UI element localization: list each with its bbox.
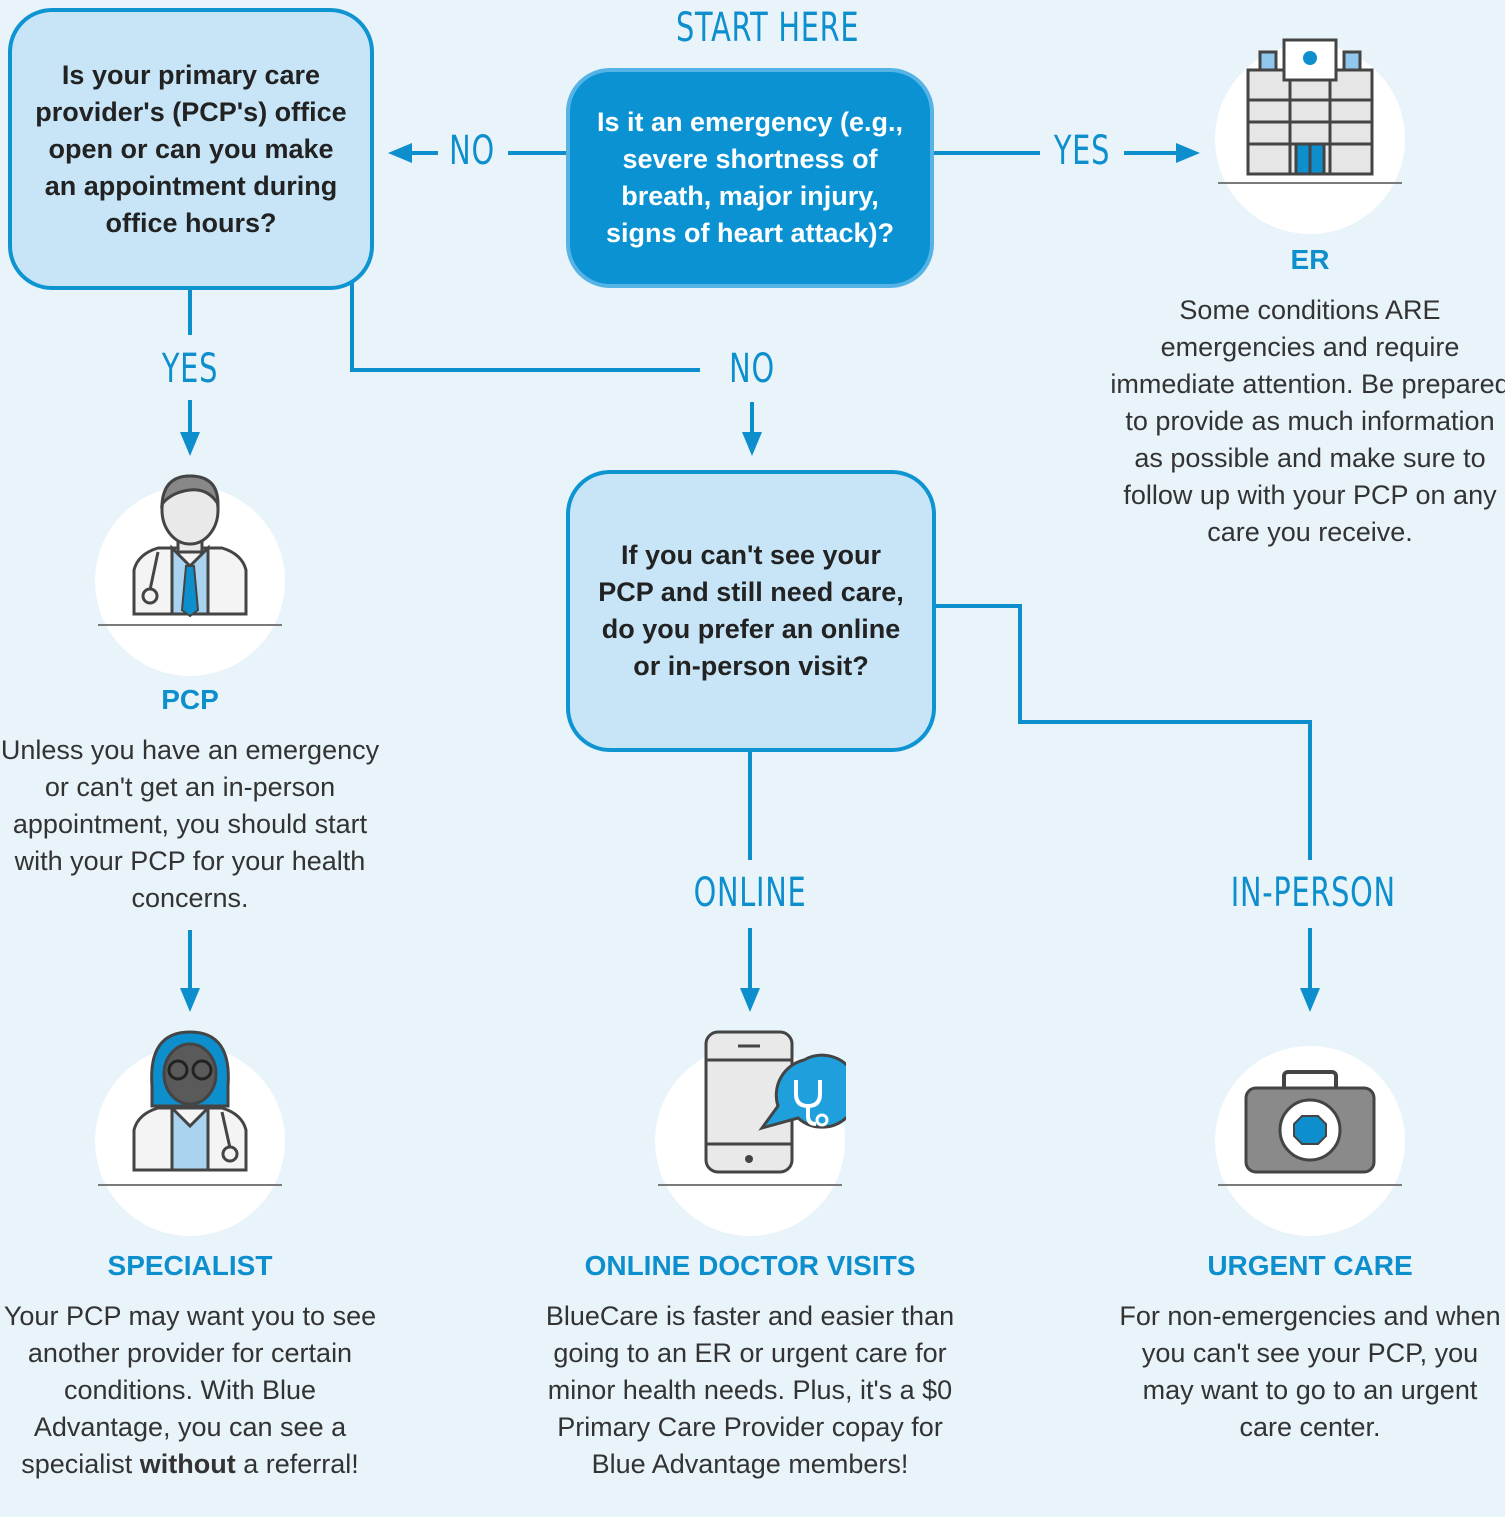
pcp-title: PCP	[161, 684, 219, 715]
hospital-icon	[1246, 38, 1374, 176]
phone-stethoscope-icon	[704, 1030, 846, 1174]
specialist-title: SPECIALIST	[107, 1250, 273, 1281]
emergency-question-box: Is it an emergency (e.g., severe shortne…	[566, 68, 934, 288]
pcp-icon-base	[98, 624, 282, 626]
urgent-title: URGENT CARE	[1207, 1250, 1413, 1281]
edge-label-yes-right: YES	[1053, 128, 1111, 174]
specialist-desc-tail: a referral!	[235, 1449, 359, 1479]
medical-kit-icon	[1244, 1070, 1376, 1174]
online-description: BlueCare is faster and easier than going…	[545, 1301, 955, 1479]
edge-label-online: ONLINE	[693, 870, 807, 916]
start-here-label: START HERE	[676, 5, 860, 51]
specialist-description: Your PCP may want you to see another pro…	[0, 1298, 380, 1483]
urgent-description: For non-emergencies and when you can't s…	[1119, 1301, 1501, 1442]
er-icon-base	[1218, 182, 1402, 184]
er-description: Some conditions ARE emergencies and requ…	[1110, 295, 1505, 547]
edge-label-no-left: NO	[449, 128, 495, 174]
specialist-desc-emphasis: without	[139, 1449, 236, 1479]
doctor-icon	[132, 474, 248, 618]
edge-label-no-down: NO	[729, 346, 775, 392]
specialist-doctor-icon	[132, 1030, 248, 1172]
edge-label-in-person: IN-PERSON	[1230, 870, 1396, 916]
er-title: ER	[1290, 244, 1330, 275]
online-icon-base	[658, 1184, 842, 1186]
pcp-question-box: Is your primary care provider's (PCP's) …	[8, 8, 374, 290]
online-title: ONLINE DOCTOR VISITS	[584, 1250, 916, 1281]
urgent-icon-base	[1218, 1184, 1402, 1186]
edge-label-yes-down: YES	[161, 346, 219, 392]
pcp-description: Unless you have an emergency or can't ge…	[0, 735, 380, 913]
online-question-box: If you can't see your PCP and still need…	[566, 470, 936, 752]
specialist-desc-text: Your PCP may want you to see another pro…	[3, 1301, 377, 1479]
specialist-icon-base	[98, 1184, 282, 1186]
